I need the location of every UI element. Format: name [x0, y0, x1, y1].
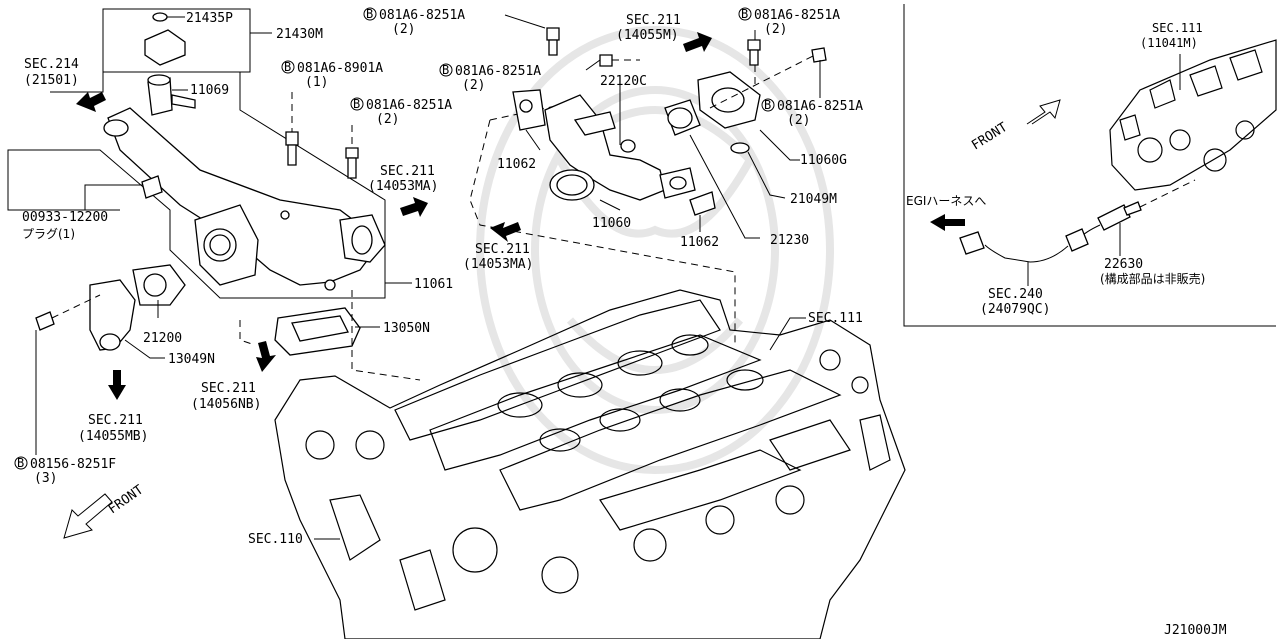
bolt-marker-3: B: [284, 60, 291, 74]
part-13050n: 13050N: [383, 321, 430, 336]
plug-japanese: プラグ(1): [22, 227, 75, 241]
part-11060: 11060: [592, 216, 631, 231]
bolt-marker-4: B: [353, 97, 360, 111]
bolt-1-number: 081A6-8251A: [379, 8, 465, 23]
bolt-marker-7: B: [17, 456, 24, 470]
bolt-1-qty: (2): [392, 22, 415, 37]
sec211-b-label: SEC.211: [380, 164, 435, 179]
sec211-d-sub: (14056NB): [191, 397, 261, 412]
engine-block-sketch: [274, 289, 906, 639]
bolt-3-qty: (2): [376, 112, 399, 127]
part-21230: 21230: [770, 233, 809, 248]
bolt-3-number: 081A6-8251A: [366, 98, 452, 113]
front-inset-label: FRONT: [969, 120, 1010, 154]
sec211-d-label: SEC.211: [201, 381, 256, 396]
sec211-a-label: SEC.211: [626, 13, 681, 28]
sec214-label: SEC.214: [24, 57, 79, 72]
water-outlet-parts: [35, 12, 421, 455]
sec111-main-label: SEC.111: [808, 311, 863, 326]
sec110-label: SEC.110: [248, 532, 303, 547]
not-sold-note: (構成部品は非販売): [1100, 271, 1205, 286]
bolt-4-qty: (2): [462, 78, 485, 93]
part-21435p: 21435P: [186, 11, 233, 26]
front-left-label: FRONT: [106, 482, 147, 517]
water-inlet-parts: [504, 14, 827, 239]
bolt-marker-1: B: [366, 7, 373, 21]
part-21200: 21200: [143, 331, 182, 346]
part-22120c: 22120C: [600, 74, 647, 89]
part-22630: 22630: [1104, 257, 1143, 272]
part-11060g: 11060G: [800, 153, 847, 168]
sensor-inset-box: [903, 4, 1277, 327]
part-13049n: 13049N: [168, 352, 215, 367]
bolt-markers: [14, 7, 775, 470]
part-11061: 11061: [414, 277, 453, 292]
bolt-2-qty: (1): [305, 75, 328, 90]
sec240-label: SEC.240: [988, 287, 1043, 302]
bolt-7-qty: (3): [34, 471, 57, 486]
bolt-4-number: 081A6-8251A: [455, 64, 541, 79]
part-21049m: 21049M: [790, 192, 837, 207]
part-00933-12200: 00933-12200: [22, 210, 108, 225]
direction-arrows: [63, 32, 712, 539]
part-11062-b: 11062: [680, 235, 719, 250]
sec211-e-sub: (14055MB): [78, 429, 148, 444]
sec211-a-sub: (14055M): [616, 28, 679, 43]
part-11062-a: 11062: [497, 157, 536, 172]
sec211-b-sub: (14053MA): [368, 179, 438, 194]
bolt-marker-2: B: [442, 63, 449, 77]
egi-harness-label: EGIハーネスへ: [906, 194, 986, 208]
bolt-5-qty: (2): [764, 22, 787, 37]
sec211-e-label: SEC.211: [88, 413, 143, 428]
bolt-marker-5: B: [741, 7, 748, 21]
sec211-c-label: SEC.211: [475, 242, 530, 257]
watermark-emblem: [476, 26, 834, 474]
bolt-6-qty: (2): [787, 113, 810, 128]
sec111-inset-label: SEC.111: [1152, 21, 1203, 35]
bolt-7-number: 08156-8251F: [30, 457, 116, 472]
sec111-inset-sub: (11041M): [1140, 36, 1198, 50]
sec211-c-sub: (14053MA): [463, 257, 533, 272]
diagram-code: J21000JM: [1164, 623, 1227, 638]
sec214-sub: (21501): [24, 73, 79, 88]
part-21430m: 21430M: [276, 27, 323, 42]
bolt-6-number: 081A6-8251A: [777, 99, 863, 114]
part-11069: 11069: [190, 83, 229, 98]
assembly-outlines: [7, 8, 736, 345]
bolt-5-number: 081A6-8251A: [754, 8, 840, 23]
bolt-2-number: 081A6-8901A: [297, 61, 383, 76]
sec240-sub: (24079QC): [980, 302, 1050, 317]
bolt-marker-6: B: [764, 98, 771, 112]
